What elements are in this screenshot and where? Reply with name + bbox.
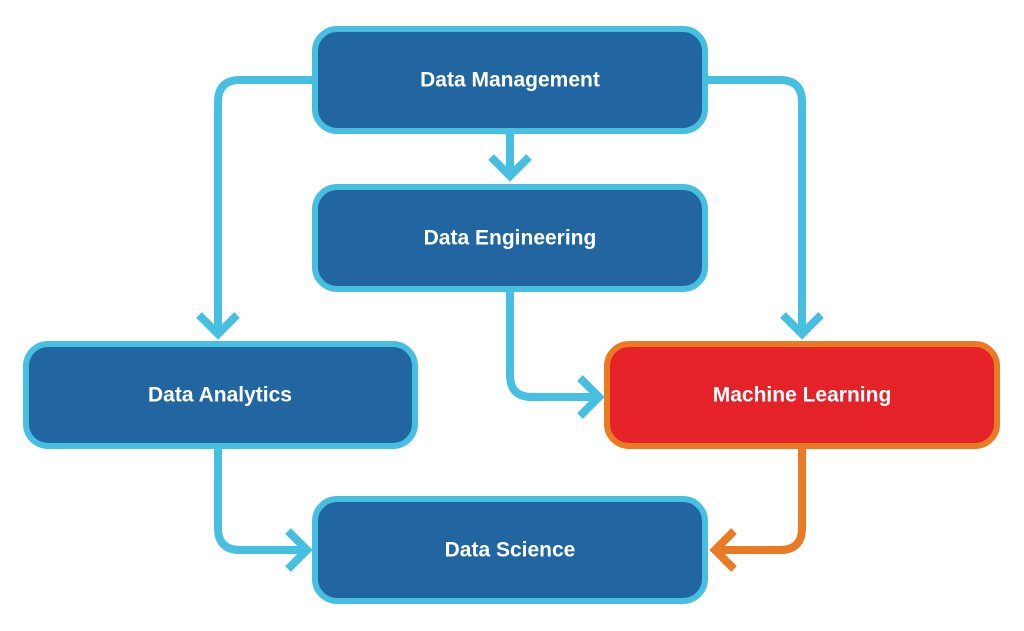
edge-engineering-to-ml <box>506 291 598 401</box>
arrowhead-to-ml-left <box>577 375 605 419</box>
node-data-science: Data Science <box>312 496 708 604</box>
node-label-data-engineering: Data Engineering <box>424 227 597 250</box>
arrowhead-to-science-right <box>709 528 737 572</box>
node-machine-learning: Machine Learning <box>604 341 1000 449</box>
edge-management-to-ml <box>707 76 806 335</box>
arrowhead-to-analytics <box>196 312 240 340</box>
node-label-data-analytics: Data Analytics <box>148 384 292 407</box>
node-label-data-science: Data Science <box>445 539 576 562</box>
edge-ml-to-science <box>716 449 806 554</box>
arrowhead-to-ml-top <box>780 312 824 340</box>
node-label-data-management: Data Management <box>420 69 600 92</box>
arrowhead-to-engineering <box>488 154 532 182</box>
node-data-management: Data Management <box>312 26 708 134</box>
node-label-machine-learning: Machine Learning <box>713 384 892 407</box>
arrowhead-to-science-left <box>285 528 313 572</box>
edge-analytics-to-science <box>214 447 306 554</box>
edge-management-to-analytics <box>214 76 313 335</box>
node-data-analytics: Data Analytics <box>23 341 418 449</box>
node-data-engineering: Data Engineering <box>312 184 708 292</box>
